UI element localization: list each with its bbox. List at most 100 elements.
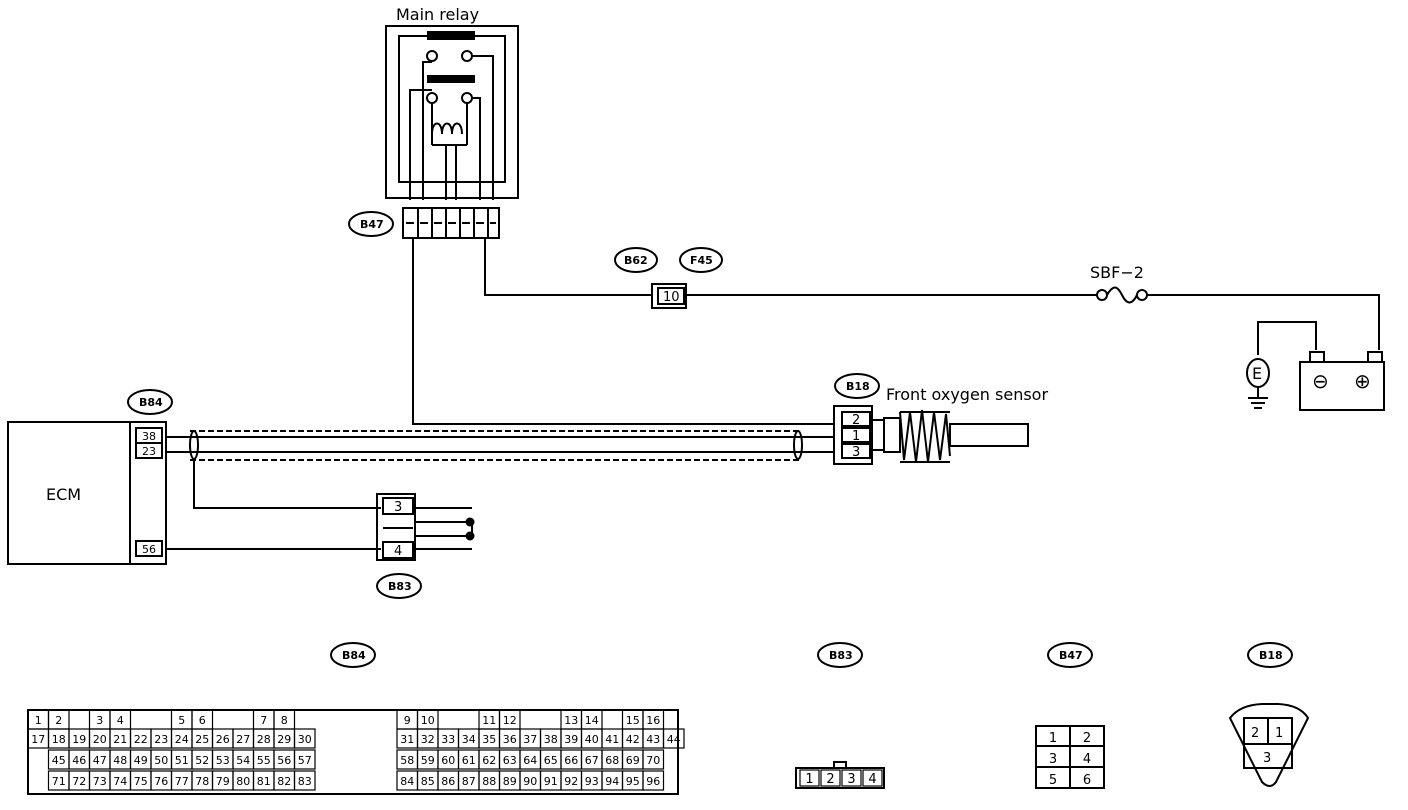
b84-tag bbox=[127, 389, 173, 415]
b84-pin-28: 28 bbox=[257, 733, 271, 746]
b84-pin-7: 7 bbox=[260, 714, 267, 727]
b84-pin-14: 14 bbox=[585, 714, 599, 727]
b84-pin-58: 58 bbox=[400, 754, 414, 767]
b84-pin-56: 56 bbox=[277, 754, 291, 767]
b84-pin-25: 25 bbox=[195, 733, 209, 746]
b84-tag-label: B84 bbox=[139, 396, 163, 409]
oxygen-sensor-body bbox=[872, 409, 1029, 463]
b84-pin-69: 69 bbox=[626, 754, 640, 767]
b18-connector bbox=[833, 405, 873, 465]
b84-pin-71: 71 bbox=[52, 775, 66, 788]
b84-pin-81: 81 bbox=[257, 775, 271, 788]
battery bbox=[1299, 351, 1385, 411]
b62-f45-pin: 10 bbox=[663, 290, 680, 305]
wires bbox=[412, 238, 1380, 425]
ecm-box bbox=[7, 421, 167, 565]
b84-pin-11: 11 bbox=[482, 714, 496, 727]
b84-pin-45: 45 bbox=[52, 754, 66, 767]
main-relay-label: Main relay bbox=[396, 5, 479, 24]
b84-pin-65: 65 bbox=[544, 754, 558, 767]
b47-view-pin-6: 6 bbox=[1083, 773, 1091, 788]
b84-pin-23: 23 bbox=[154, 733, 168, 746]
b18-view-pin-2: 2 bbox=[1251, 726, 1259, 741]
wire-relay-to-fuse bbox=[484, 238, 652, 296]
b84-cell bbox=[293, 728, 316, 749]
f45-tag-label: F45 bbox=[690, 254, 713, 267]
b84-pin-48: 48 bbox=[113, 754, 127, 767]
b84-pin-57: 57 bbox=[298, 754, 312, 767]
b84-pin-88: 88 bbox=[482, 775, 496, 788]
b84-pin-13: 13 bbox=[564, 714, 578, 727]
b84-pin-93: 93 bbox=[585, 775, 599, 788]
b84-pin-33: 33 bbox=[441, 733, 455, 746]
b18-pin-layout bbox=[1228, 703, 1310, 787]
b18-view-tag-label: B18 bbox=[1259, 649, 1283, 662]
b62-tag-label: B62 bbox=[624, 254, 648, 267]
b84-pin-12: 12 bbox=[503, 714, 517, 727]
b84-pin-62: 62 bbox=[482, 754, 496, 767]
b62-tag bbox=[614, 247, 658, 273]
b84-pin-40: 40 bbox=[585, 733, 599, 746]
b84-pin-94: 94 bbox=[605, 775, 619, 788]
ground-label: E bbox=[1252, 364, 1262, 383]
b84-pin-20: 20 bbox=[93, 733, 107, 746]
b47-view-pin-5: 5 bbox=[1049, 773, 1057, 788]
ecm-pin-56: 56 bbox=[142, 543, 156, 556]
b84-pin-67: 67 bbox=[585, 754, 599, 767]
b84-pin-87: 87 bbox=[462, 775, 476, 788]
b84-pin-53: 53 bbox=[216, 754, 230, 767]
b84-pin-6: 6 bbox=[199, 714, 206, 727]
b84-pin-76: 76 bbox=[154, 775, 168, 788]
b84-pin-95: 95 bbox=[626, 775, 640, 788]
fuse-label: SBF−2 bbox=[1090, 263, 1144, 282]
b84-pin-30: 30 bbox=[298, 733, 312, 746]
b84-pin-77: 77 bbox=[175, 775, 189, 788]
b83-tag bbox=[376, 573, 422, 599]
b83-view-cell bbox=[862, 769, 883, 787]
ground-symbol bbox=[1246, 358, 1270, 409]
b84-pin-55: 55 bbox=[257, 754, 271, 767]
b47-connector bbox=[402, 207, 500, 239]
b83-connector bbox=[376, 493, 416, 561]
b84-pin-41: 41 bbox=[605, 733, 619, 746]
b84-pin-4: 4 bbox=[117, 714, 124, 727]
b84-pin-49: 49 bbox=[134, 754, 148, 767]
b84-pin-21: 21 bbox=[113, 733, 127, 746]
wires-ecm-b83 bbox=[166, 459, 475, 550]
b84-pin-2: 2 bbox=[55, 714, 62, 727]
b84-pin-19: 19 bbox=[72, 733, 86, 746]
b83-view-tag bbox=[817, 642, 863, 668]
b84-pin-10: 10 bbox=[421, 714, 435, 727]
b84-pin-34: 34 bbox=[462, 733, 476, 746]
b83-pin-4: 4 bbox=[394, 544, 402, 559]
b84-pin-66: 66 bbox=[564, 754, 578, 767]
b84-pin-80: 80 bbox=[236, 775, 250, 788]
b84-pin-72: 72 bbox=[72, 775, 86, 788]
b84-pin-75: 75 bbox=[134, 775, 148, 788]
b84-pin-70: 70 bbox=[646, 754, 660, 767]
b83-view-cell bbox=[820, 769, 841, 787]
b84-pin-44: 44 bbox=[667, 733, 681, 746]
b84-pin-16: 16 bbox=[646, 714, 660, 727]
b84-pin-89: 89 bbox=[503, 775, 517, 788]
b84-pin-78: 78 bbox=[195, 775, 209, 788]
b18-pin-1: 1 bbox=[852, 429, 860, 444]
fuse-sbf2 bbox=[1096, 286, 1148, 304]
b18-view-tag bbox=[1247, 642, 1293, 668]
b47-view-tag-label: B47 bbox=[1059, 649, 1083, 662]
b84-pin-3: 3 bbox=[96, 714, 103, 727]
b84-pin-39: 39 bbox=[564, 733, 578, 746]
b84-pin-59: 59 bbox=[421, 754, 435, 767]
b84-pin-24: 24 bbox=[175, 733, 189, 746]
b84-pin-5: 5 bbox=[178, 714, 185, 727]
b84-pin-54: 54 bbox=[236, 754, 250, 767]
ecm-pin-38: 38 bbox=[142, 430, 156, 443]
b84-pin-8: 8 bbox=[281, 714, 288, 727]
b84-pin-37: 37 bbox=[523, 733, 537, 746]
b83-pin-3: 3 bbox=[394, 500, 402, 515]
b84-pin-73: 73 bbox=[93, 775, 107, 788]
b84-pin-68: 68 bbox=[605, 754, 619, 767]
b84-cell bbox=[293, 749, 316, 770]
